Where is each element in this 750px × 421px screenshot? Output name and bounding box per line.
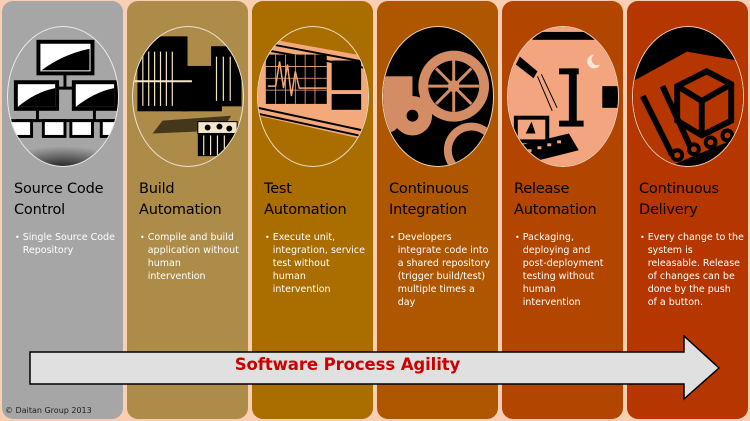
stage-title: Continuous Delivery (639, 181, 719, 218)
stage-title: Continuous Integration (389, 181, 469, 218)
bullet-icon: • (515, 233, 520, 242)
stage-description: • Packaging, deploying and post-deployme… (515, 232, 604, 308)
stage-panel-test-automation: Test Automation • Execute unit, integrat… (252, 1, 373, 419)
agility-arrow: Software Process Agility (29, 335, 721, 401)
stage-title: Test Automation (264, 181, 347, 218)
stage-title: Build Automation (139, 181, 222, 218)
bullet-icon: • (15, 233, 20, 242)
rocket-launch-laptop-icon (507, 26, 619, 167)
stage-description: • Developers integrate code into a share… (390, 232, 490, 308)
bullet-icon: • (640, 233, 645, 242)
stage-description: • Single Source Code Repository (15, 232, 115, 256)
bullet-icon: • (390, 233, 395, 242)
network-computers-icon (7, 26, 119, 167)
stage-panel-continuous-delivery: Continuous Delivery • Every change to th… (627, 1, 748, 419)
bullet-icon: • (265, 233, 270, 242)
stage-description: • Every change to the system is releasab… (640, 232, 744, 308)
arrow-label: Software Process Agility (234, 355, 461, 374)
conveyor-package-icon (632, 26, 744, 167)
gears-icon (382, 26, 494, 167)
bullet-icon: • (140, 233, 145, 242)
stage-panel-source-code-control: Source Code Control • Single Source Code… (2, 1, 123, 419)
stage-title: Release Automation (514, 181, 597, 218)
stage-description: • Compile and build application without … (140, 232, 239, 282)
stage-panel-build-automation: Build Automation • Compile and build app… (127, 1, 248, 419)
stage-description: • Execute unit, integration, service tes… (265, 232, 365, 295)
stage-title: Source Code Control (14, 181, 104, 218)
building-blocks-icon (132, 26, 244, 167)
oscilloscope-monitor-icon (257, 26, 369, 167)
stage-panel-release-automation: Release Automation • Packaging, deployin… (502, 1, 623, 419)
stage-panel-continuous-integration: Continuous Integration • Developers inte… (377, 1, 498, 419)
right-arrow-icon (29, 335, 721, 401)
copyright: © Daitan Group 2013 (5, 406, 92, 415)
